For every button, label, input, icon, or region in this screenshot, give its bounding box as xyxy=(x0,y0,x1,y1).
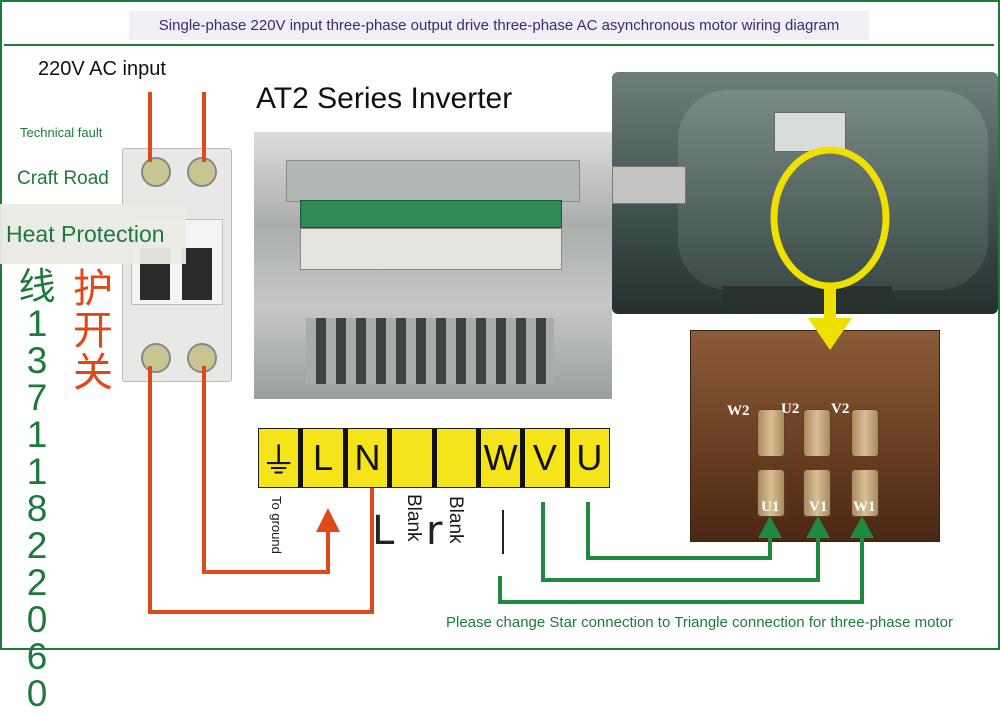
star-to-triangle-note: Please change Star connection to Triangl… xyxy=(446,614,953,631)
input-wire-to-l xyxy=(202,366,330,574)
terminal-tag-v1: V1 xyxy=(809,499,828,515)
inverter-terminal-block xyxy=(300,200,562,228)
to-ground-note: To ground xyxy=(269,496,284,554)
diagram-frame xyxy=(0,0,1000,650)
highlight-arrow-head xyxy=(808,318,852,350)
inverter-series-label: AT2 Series Inverter xyxy=(256,82,513,115)
breaker-top-terminal-left xyxy=(141,157,171,187)
residual-l-glyph: L xyxy=(372,508,395,554)
terminal-l: L xyxy=(298,429,342,487)
terminal-w: W xyxy=(475,429,520,487)
output-arrow-u xyxy=(758,516,782,538)
heat-protection-text: Heat Protection xyxy=(6,220,165,247)
motor-base xyxy=(722,286,892,310)
stud-w1 xyxy=(851,469,879,517)
circuit-breaker-photo xyxy=(122,148,232,382)
stud-u2 xyxy=(803,409,831,457)
motor-junction-box-photo: W2 U2 V2 U1 V1 W1 xyxy=(690,330,940,542)
breaker-lever-right xyxy=(182,248,212,300)
diagram-title: Single-phase 220V input three-phase outp… xyxy=(128,10,870,40)
breaker-bottom-terminal-left xyxy=(141,343,171,373)
inverter-label-plate xyxy=(300,228,562,270)
stud-u1 xyxy=(757,469,785,517)
input-arrow-l xyxy=(316,508,340,532)
stud-w2 xyxy=(757,409,785,457)
motor-photo xyxy=(612,72,998,314)
ac-input-label: 220V AC input xyxy=(38,58,166,80)
output-wire-u xyxy=(586,502,772,560)
craft-road-text: Craft Road xyxy=(17,168,109,189)
terminal-tag-w2: W2 xyxy=(727,403,750,419)
terminal-blank-1 xyxy=(387,429,431,487)
title-bar: Single-phase 220V input three-phase outp… xyxy=(4,6,994,46)
inverter-vents xyxy=(306,318,554,384)
terminal-v: V xyxy=(520,429,564,487)
output-wire-w xyxy=(498,534,864,604)
motor-shaft xyxy=(612,166,686,204)
output-arrow-w xyxy=(850,516,874,538)
inverter-top-panel xyxy=(286,160,580,202)
heat-protection-banner: Heat Protection xyxy=(0,204,186,264)
terminal-tag-u2: U2 xyxy=(781,401,800,417)
input-wire-to-n xyxy=(148,366,374,614)
stud-v2 xyxy=(851,409,879,457)
terminal-tag-v2: V2 xyxy=(831,401,850,417)
wiring-overlay: L r xyxy=(148,92,890,614)
blank-note-2: Blank xyxy=(445,496,466,544)
terminal-tag-w1: W1 xyxy=(853,499,876,515)
terminal-ground: ⏚ xyxy=(260,440,297,481)
technical-fault-text: Technical fault xyxy=(20,125,103,140)
stud-v1 xyxy=(803,469,831,517)
inverter-terminal-strip: ⏚ L N W V U xyxy=(258,428,610,488)
inverter-photo xyxy=(254,132,612,399)
terminal-n: N xyxy=(342,429,387,487)
output-wire-v xyxy=(541,502,820,582)
residual-n-glyph: r xyxy=(426,508,443,554)
chinese-switch-vertical: 护开关 xyxy=(73,267,113,395)
junction-highlight-ring xyxy=(770,146,890,290)
terminal-tag-u1: U1 xyxy=(761,499,780,515)
blank-note-1: Blank xyxy=(403,494,424,542)
output-arrow-v xyxy=(806,516,830,538)
terminal-blank-2 xyxy=(431,429,476,487)
terminal-u: U xyxy=(564,429,609,487)
